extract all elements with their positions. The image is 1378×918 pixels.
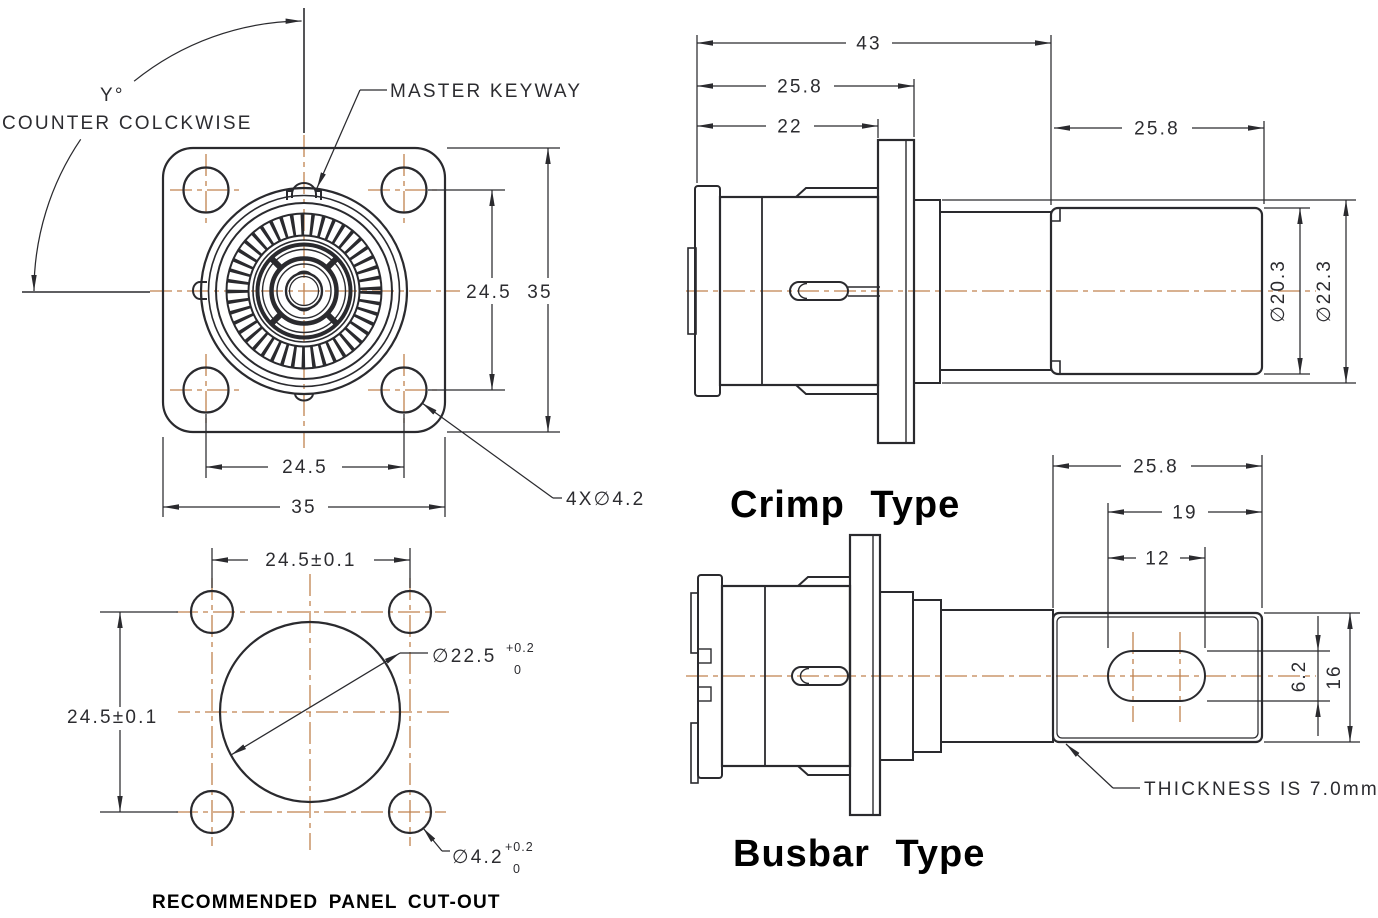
busbar-view: 25.8 19 12 6.2 16 THICKNESS IS 7.0mm Bus… xyxy=(686,455,1378,875)
panel-outline xyxy=(189,589,433,835)
dim-text-mask xyxy=(1136,547,1180,569)
cutout-tol-zero: 0 xyxy=(514,663,522,677)
dim-text-mask xyxy=(1162,501,1208,523)
dim-flange-height: 35 xyxy=(527,282,553,303)
front-view: Y° COUNTER COLCKWISE MASTER KEYWAY 24.5 … xyxy=(2,8,645,518)
dim-overall-length: 43 xyxy=(856,34,882,55)
crimp-view: 43 25.8 22 25.8 ∅20.3 ∅22.3 Crimp Type xyxy=(686,32,1356,526)
front-connector-rings xyxy=(192,182,409,402)
side-key-notch xyxy=(192,281,207,300)
dim-to-flange-far: 25.8 xyxy=(777,77,823,98)
panel-cutout-view: 24.5±0.1 24.5±0.1 ∅22.5 +0.2 0 ∅4.2 +0.2… xyxy=(64,548,535,913)
dim-text-mask xyxy=(1122,117,1192,139)
dim-flange-width: 35 xyxy=(291,497,317,518)
busbar-centerlines xyxy=(686,632,1316,722)
dim-text-mask xyxy=(64,707,178,730)
hole-dia-label: ∅4.2 xyxy=(452,847,504,868)
busbar-slot-hole xyxy=(1107,650,1206,702)
lug-width-label: 16 xyxy=(1324,664,1345,689)
busbar-body-outline xyxy=(690,533,1264,817)
front-centerlines xyxy=(150,135,466,448)
dim-text-mask xyxy=(846,32,892,54)
dim-text-mask xyxy=(766,115,814,137)
body-dia-label: ∅22.3 xyxy=(1314,259,1335,323)
slot-width-label: 6.2 xyxy=(1289,660,1310,692)
angle-note: COUNTER COLCKWISE xyxy=(2,113,253,134)
center-slot-marks xyxy=(296,270,312,312)
crimp-body-outline xyxy=(687,138,1264,445)
panel-dimensions xyxy=(100,548,450,852)
front-flange-outline xyxy=(161,146,447,434)
keyway-label: MASTER KEYWAY xyxy=(390,81,582,102)
hole-tol-plus: +0.2 xyxy=(505,840,534,854)
dim-text-mask xyxy=(280,496,328,518)
bottom-key-bump xyxy=(294,393,314,402)
hole-tol-zero: 0 xyxy=(513,862,521,876)
dim-text-mask xyxy=(460,278,570,304)
front-rotation-arc xyxy=(22,8,305,293)
dim-text-mask xyxy=(1121,455,1191,477)
dim-to-flange-near: 22 xyxy=(777,117,803,138)
cutout-tol-plus: +0.2 xyxy=(506,641,535,655)
busbar-view-title: Busbar Type xyxy=(733,833,985,875)
dim-pitch-horizontal: 24.5±0.1 xyxy=(265,550,356,571)
crimp-view-title: Crimp Type xyxy=(730,484,960,526)
keyway-notch xyxy=(286,182,322,200)
dim-text-mask xyxy=(248,549,374,572)
panel-caption: RECOMMENDED PANEL CUT-OUT xyxy=(152,892,501,913)
holes-count-label: 4X∅4.2 xyxy=(566,489,645,510)
panel-centerlines xyxy=(168,574,452,850)
dim-hole-pitch-horizontal: 24.5 xyxy=(282,457,328,478)
dim-text-mask xyxy=(766,75,834,97)
barrel-dia-label: ∅20.3 xyxy=(1268,259,1289,323)
dim-slot-to-end: 19 xyxy=(1172,503,1198,524)
dim-slot-length: 12 xyxy=(1145,549,1171,570)
thickness-note: THICKNESS IS 7.0mm xyxy=(1144,779,1378,800)
dim-text-mask xyxy=(268,456,342,478)
dim-lug-length: 25.8 xyxy=(1133,457,1179,478)
dim-pitch-vertical: 24.5±0.1 xyxy=(67,707,158,728)
dim-barrel-length: 25.8 xyxy=(1134,119,1180,140)
cutout-dia-label: ∅22.5 xyxy=(432,646,497,667)
angle-label: Y° xyxy=(100,85,125,106)
dim-hole-pitch-vertical: 24.5 xyxy=(466,282,512,303)
